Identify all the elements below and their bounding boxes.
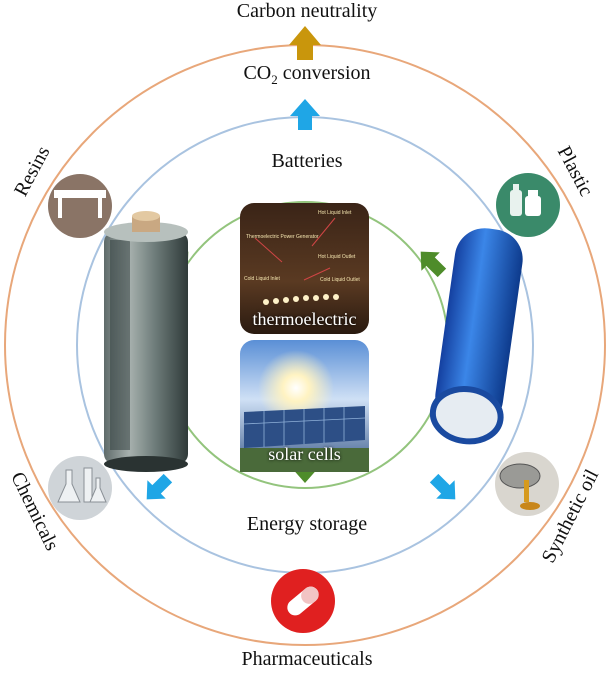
green-arrow-icon: [420, 251, 447, 278]
thermoelectric-caption: thermoelectric: [252, 309, 357, 329]
pharmaceuticals-label: Pharmaceuticals: [241, 648, 373, 670]
blue-arrow-icon: [429, 473, 456, 500]
solar-cells-panel: [240, 340, 369, 472]
thermoelectric-panel: Hot Liquid Inlet Thermoelectric Power Ge…: [240, 203, 369, 334]
bottles-icon: [496, 173, 560, 237]
table-icon: [48, 174, 112, 238]
thermo-hot-inlet-label: Hot Liquid Inlet: [318, 210, 352, 216]
blue-arrow-icon: [146, 473, 173, 500]
cylinder-battery-icon: [429, 228, 523, 445]
gold-arrow-icon: [289, 26, 321, 60]
flask-icon: [48, 456, 112, 520]
batteries-label: Batteries: [271, 150, 343, 172]
co2-suffix: conversion: [277, 62, 371, 84]
oil-pour-icon: [495, 452, 559, 516]
co2-subscript: 2: [271, 72, 278, 87]
pill-icon: [271, 569, 335, 633]
co2-conversion-label: CO2 conversion: [0, 62, 614, 88]
co2-prefix: CO: [243, 62, 272, 84]
energy-storage-label: Energy storage: [246, 513, 368, 535]
blue-arrow-icon: [290, 99, 320, 130]
thermo-cold-inlet-label: Cold Liquid Inlet: [244, 276, 280, 282]
thermo-cold-outlet-label: Cold Liquid Outlet: [320, 277, 360, 283]
carbon-neutrality-label: Carbon neutrality: [236, 0, 378, 22]
solar-cells-caption: solar cells: [268, 444, 341, 464]
thermo-hot-outlet-label: Hot Liquid Outlet: [318, 254, 356, 260]
thermo-generator-label: Thermoelectric Power Generator: [246, 234, 319, 240]
aa-battery-icon: [104, 211, 188, 472]
led-row: [263, 294, 339, 305]
